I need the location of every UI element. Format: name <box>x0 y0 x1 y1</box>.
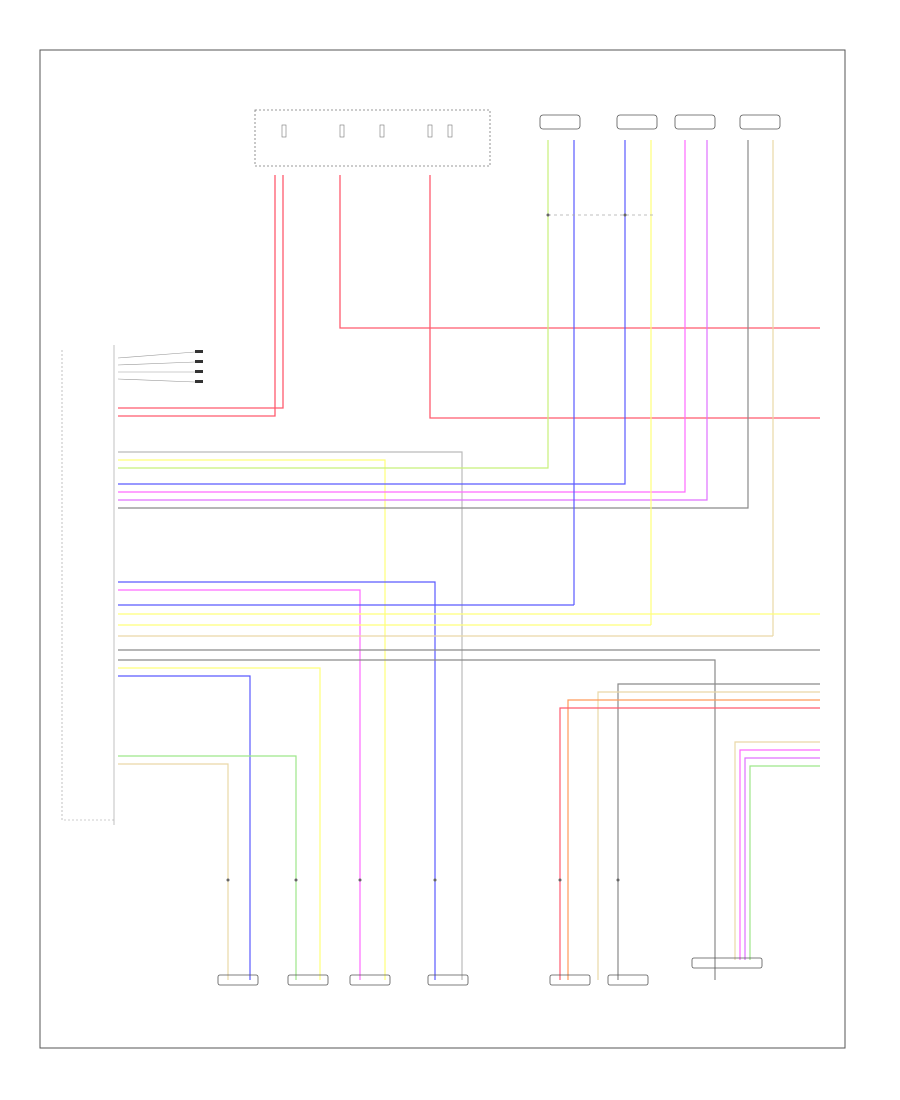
wire-green-lower <box>118 755 297 980</box>
wire-out-tan-2 <box>734 741 820 960</box>
wire-blue-upper <box>118 140 626 485</box>
wire-ygreen-upper <box>118 140 549 469</box>
wire-power-red-1 <box>118 175 284 409</box>
wire-out-red <box>559 707 820 980</box>
splice-points <box>226 213 627 882</box>
wire-yellow-lower-3 <box>118 667 321 980</box>
wire-power-red-2 <box>118 175 276 417</box>
wire-out-pink <box>739 749 820 960</box>
wire-yellow-upper <box>118 459 386 980</box>
wire-red-right-1 <box>339 175 820 329</box>
fuse-icon <box>281 124 453 138</box>
wire-blue-lower <box>118 581 436 980</box>
ground-icon <box>195 350 203 383</box>
wire-blue-lower-3 <box>118 675 251 980</box>
wire-gray-upper <box>118 451 463 980</box>
wire-out-orange <box>567 699 820 980</box>
wire-out-tan <box>597 691 820 980</box>
wire-gray-upper-2 <box>118 140 749 509</box>
wire-pink-upper <box>118 140 686 493</box>
wire-tan-lower-2 <box>118 763 229 980</box>
connector-icon <box>539 114 781 130</box>
wire-gray-lower-2 <box>118 659 716 980</box>
wire-violet-upper <box>118 140 708 501</box>
module-bracket <box>61 350 115 821</box>
ground-wires <box>117 351 196 383</box>
wire-out-green <box>749 765 820 960</box>
wire-out-violet <box>744 757 820 960</box>
speaker-icon <box>217 957 763 986</box>
diagram-frame <box>39 49 846 1049</box>
fuse-box <box>254 109 491 167</box>
wire-red-right-2 <box>429 175 820 419</box>
wire-out-gray <box>617 683 820 980</box>
wire-pink-lower <box>118 589 361 980</box>
